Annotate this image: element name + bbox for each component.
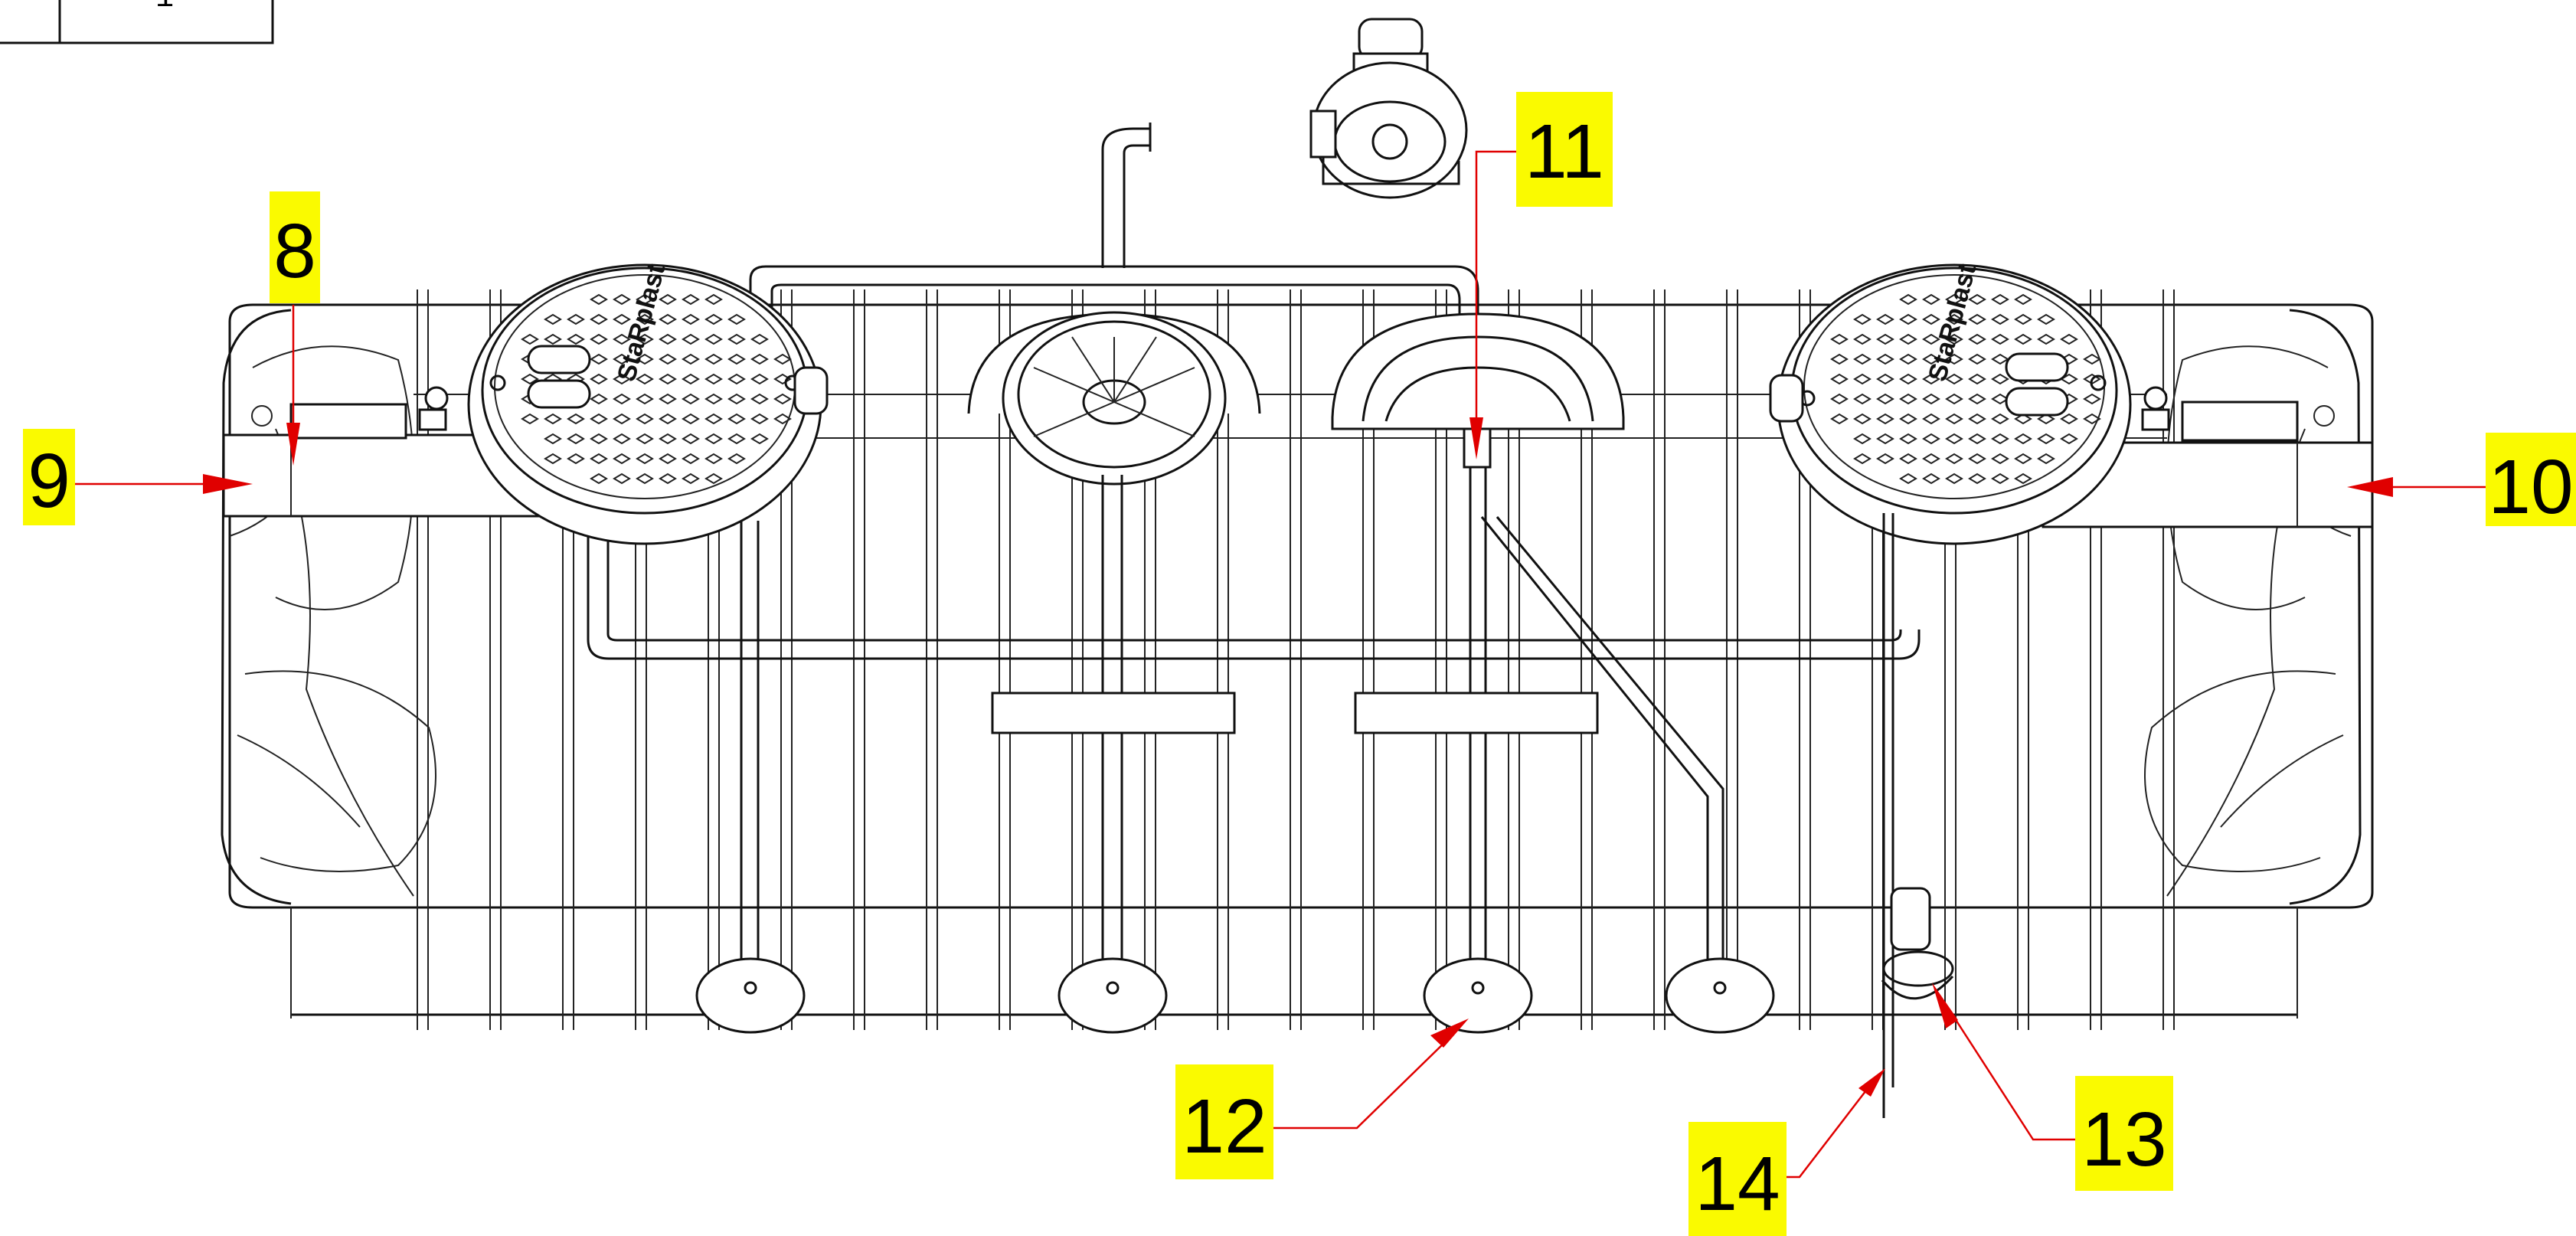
callout-13-label: 13 — [2081, 1097, 2166, 1182]
right-end-cap — [2144, 309, 2362, 905]
callout-12: 12 — [1175, 1019, 1469, 1179]
title-block: 1 — [0, 0, 274, 44]
callout-9: 9 — [23, 429, 253, 525]
callout-9-label: 9 — [28, 438, 70, 524]
callout-8: 8 — [270, 191, 320, 466]
half-dome-access-cover — [1331, 312, 1625, 469]
center-access-cover — [967, 311, 1261, 988]
callout-14-label: 14 — [1695, 1141, 1780, 1227]
dip-tubes — [695, 467, 1775, 1034]
callout-11-label: 11 — [1525, 109, 1604, 195]
pump-unit — [1309, 18, 1468, 199]
title-block-cell-text: 1 — [155, 0, 174, 16]
float-sensor — [1881, 513, 1954, 1118]
left-manhole-lid: StaRplast — [418, 261, 829, 545]
callout-14: 14 — [1688, 1068, 1885, 1236]
callout-8-label: 8 — [273, 208, 316, 294]
callout-11: 11 — [1469, 92, 1613, 459]
callout-12-label: 12 — [1182, 1084, 1267, 1169]
callout-13: 13 — [1932, 983, 2173, 1191]
manifold-pipe — [587, 536, 1921, 660]
baffle-plates — [991, 692, 1599, 734]
left-end-cap — [221, 309, 436, 905]
callout-10-label: 10 — [2488, 444, 2573, 530]
right-manhole-lid: StaRplast — [1769, 261, 2170, 545]
callout-10: 10 — [2347, 433, 2576, 530]
